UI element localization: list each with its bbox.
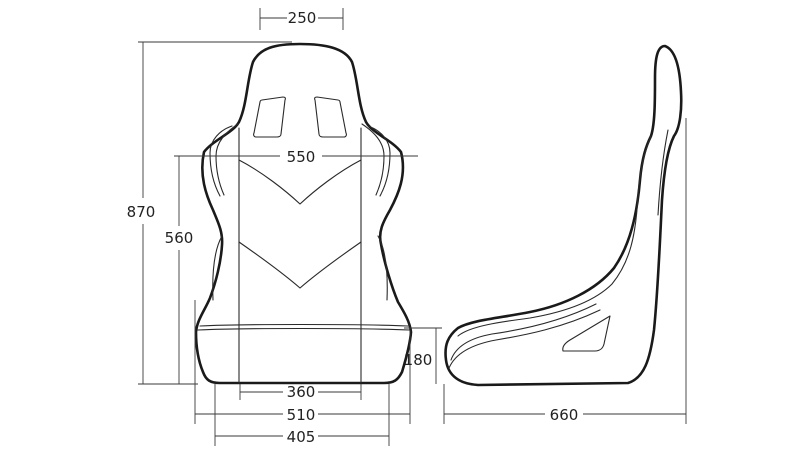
dim-backrest-height: 560 (165, 229, 194, 247)
front-dimensions: 250 550 870 560 360 510 405 (127, 8, 442, 446)
dim-bottom-width: 405 (287, 428, 316, 446)
dim-inner-width: 360 (287, 383, 316, 401)
dim-shoulder-width: 550 (287, 148, 316, 166)
left-wing-bolster (209, 125, 233, 197)
right-harness-slot (314, 96, 347, 138)
dim-top-width: 250 (288, 9, 317, 27)
dim-total-height: 870 (127, 203, 156, 221)
upper-chevron-seam (238, 159, 362, 205)
front-view (194, 42, 413, 385)
lower-chevron-seam (238, 241, 362, 289)
seat-cushion-top (199, 323, 409, 327)
side-cushion-line-2 (448, 309, 601, 369)
dim-base-width: 510 (287, 406, 316, 424)
side-cushion-line (450, 303, 597, 361)
front-seat-outline (194, 42, 413, 385)
side-seat-outline (444, 44, 683, 387)
dim-side-depth: 660 (550, 406, 579, 424)
side-back-edge (657, 129, 669, 216)
side-view (444, 44, 683, 387)
side-inner-contour (457, 135, 652, 337)
dim-cushion-height: 180 (404, 351, 433, 369)
seat-cushion-front (197, 327, 411, 331)
right-lower-bolster (377, 235, 388, 301)
side-opening (562, 315, 611, 352)
side-dimensions: 660 (443, 118, 687, 424)
right-wing-bolster (367, 125, 391, 197)
left-lower-bolster (212, 235, 223, 301)
left-harness-slot (253, 96, 286, 138)
